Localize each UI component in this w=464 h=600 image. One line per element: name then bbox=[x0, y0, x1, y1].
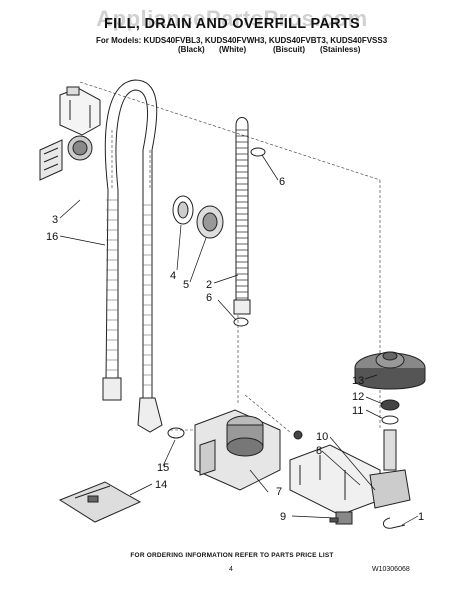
callout-16: 16 bbox=[46, 231, 59, 243]
color-biscuit: (Biscuit) bbox=[273, 45, 305, 54]
callout-3: 3 bbox=[52, 214, 59, 226]
callout-7: 7 bbox=[276, 486, 283, 498]
drain-hose bbox=[102, 79, 163, 433]
ordering-footer: FOR ORDERING INFORMATION REFER TO PARTS … bbox=[130, 552, 334, 559]
callout-9: 9 bbox=[280, 511, 287, 523]
color-white: (White) bbox=[219, 45, 247, 54]
fill-hose bbox=[233, 117, 251, 315]
parts-bag bbox=[58, 481, 142, 523]
float-switch-bracket bbox=[289, 444, 411, 516]
overfill-float bbox=[354, 351, 426, 471]
hose-grommet bbox=[172, 195, 224, 239]
callout-5: 5 bbox=[183, 279, 190, 291]
callout-15: 15 bbox=[157, 462, 170, 474]
pump-assembly bbox=[194, 409, 303, 491]
hose-bracket bbox=[59, 86, 101, 136]
document-number: W10306068 bbox=[372, 566, 410, 573]
callout-10: 10 bbox=[316, 431, 329, 443]
callout-1: 1 bbox=[418, 511, 425, 523]
callout-4: 4 bbox=[170, 270, 177, 282]
color-stainless: (Stainless) bbox=[320, 45, 361, 54]
callout-12: 12 bbox=[352, 391, 365, 403]
page-title: FILL, DRAIN AND OVERFILL PARTS bbox=[103, 16, 361, 32]
callout-6b: 6 bbox=[206, 292, 213, 304]
leader-lines bbox=[59, 154, 419, 526]
callout-8: 8 bbox=[316, 445, 323, 457]
callout-2: 2 bbox=[206, 279, 213, 291]
air-gap-part bbox=[39, 135, 93, 181]
hose-clamp bbox=[167, 147, 266, 439]
callout-14: 14 bbox=[155, 479, 168, 491]
models-line: For Models: KUDS40FVBL3, KUDS40FVWH3, KU… bbox=[96, 36, 388, 45]
callout-13: 13 bbox=[352, 375, 365, 387]
color-black: (Black) bbox=[178, 45, 205, 54]
float-switch bbox=[329, 511, 406, 529]
callout-6a: 6 bbox=[279, 176, 286, 188]
callout-11: 11 bbox=[352, 405, 364, 417]
dashed-guides bbox=[79, 81, 381, 433]
watermark: AppliancePartsPros.com bbox=[96, 6, 368, 31]
page-number: 4 bbox=[229, 566, 233, 573]
